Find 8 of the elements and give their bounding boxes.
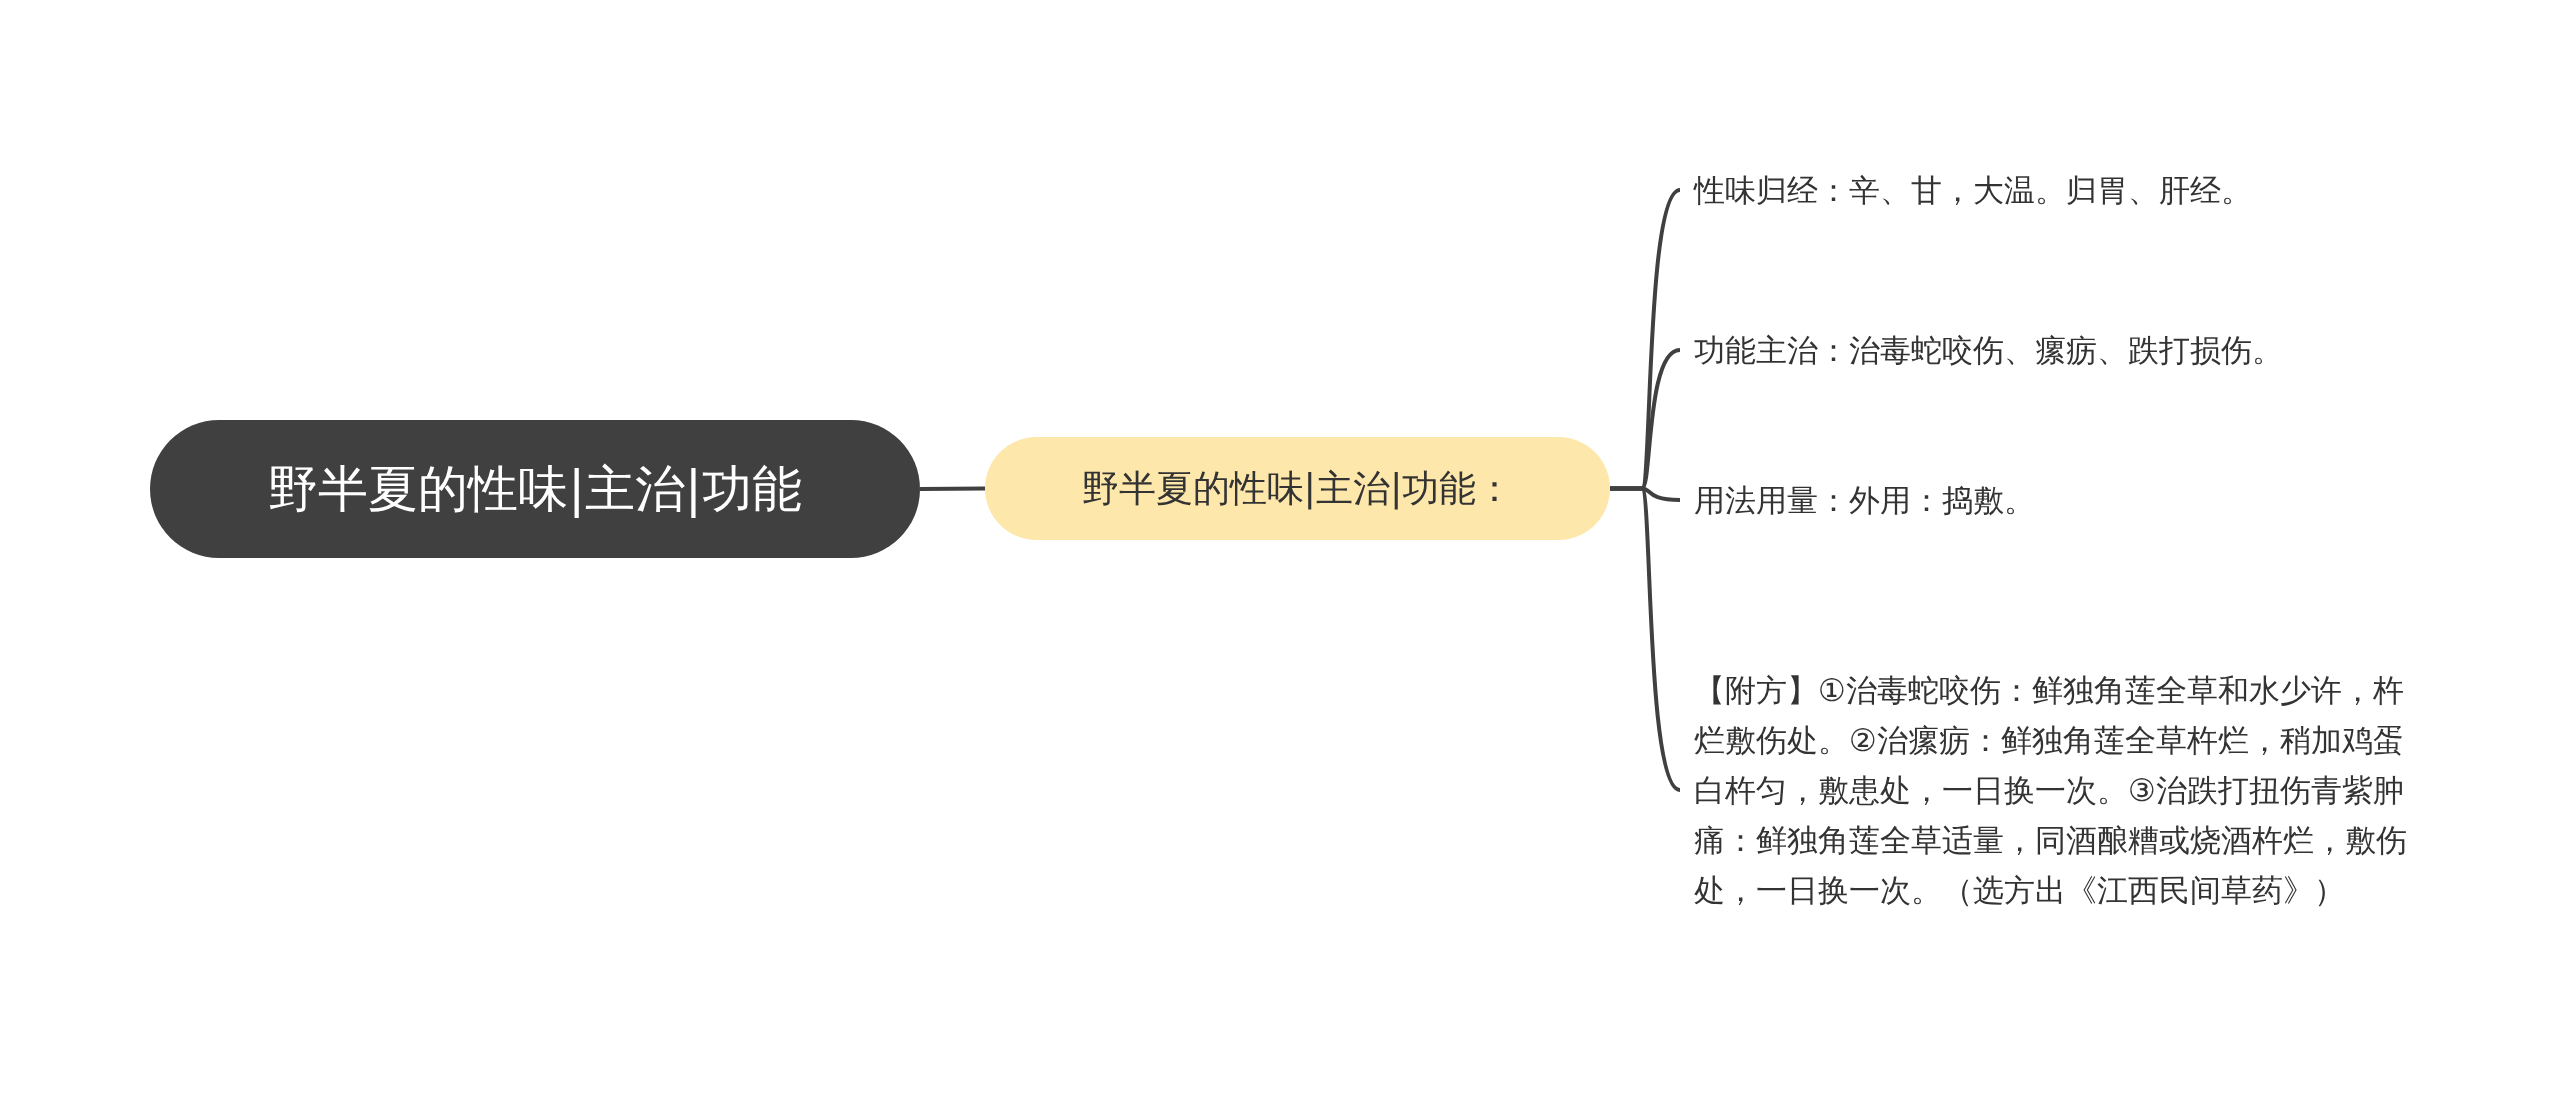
topic-pill: 野半夏的性味|主治|功能 xyxy=(150,420,920,558)
branch-text: 功能主治：治毒蛇咬伤、瘰疬、跌打损伤。 xyxy=(1680,325,2440,375)
branch-text: 性味归经：辛、甘，大温。归胃、肝经。 xyxy=(1680,165,2440,215)
subtopic-pill: 野半夏的性味|主治|功能： xyxy=(985,437,1610,540)
branch-text: 【附方】①治毒蛇咬伤：鲜独角莲全草和水少许，杵烂敷伤处。②治瘰疬：鲜独角莲全草杵烂，稍加鸡蛋白杵匀，敷患处，一日换一次。③治跌打扭伤青紫肿痛：鲜独角莲全草适量，同酒酿糟或烧酒杵烂，敷伤处，一日换一次。（选方出《江西民间草药》） xyxy=(1680,630,2420,950)
branch-line xyxy=(1610,486,1682,792)
branch-line xyxy=(920,486,985,491)
branch-text: 用法用量：外用：捣敷。 xyxy=(1680,475,2440,525)
